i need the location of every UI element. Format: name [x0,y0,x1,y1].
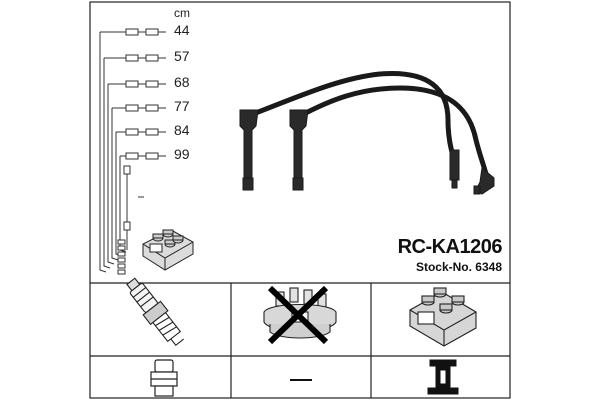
cable-length-label: 77 [174,98,190,114]
ignition-cable-set-icon [239,70,495,195]
distributor-cap-crossed-icon [263,285,337,345]
coil-connector-icon [427,359,459,395]
cable-length-label: 84 [174,122,190,138]
cable-length-legend [99,31,127,273]
cable-length-label: 57 [174,48,190,64]
lead-connector [125,54,166,62]
ignition-coil-icon [409,287,477,347]
lead-connector [125,80,166,88]
frame-lines [89,1,511,399]
spark-plug-icon [126,277,184,347]
lead-connectors [117,28,166,275]
lead-connector [125,104,166,112]
cable-length-label: 68 [174,74,190,90]
unit-label: cm [174,6,190,20]
lead-connector [125,28,166,36]
cable-length-label: 99 [174,146,190,162]
cable-length-label: 44 [174,22,190,38]
lead-connector [125,128,166,136]
coil-lead [123,165,144,250]
part-number: RC-KA1206 [397,236,503,258]
lead-connector [125,152,166,160]
bundle-terminals [117,239,126,275]
plug-connector-icon [150,359,178,397]
stock-number: Stock-No. 6348 [415,260,502,274]
ignition-coil-icon [142,229,194,271]
